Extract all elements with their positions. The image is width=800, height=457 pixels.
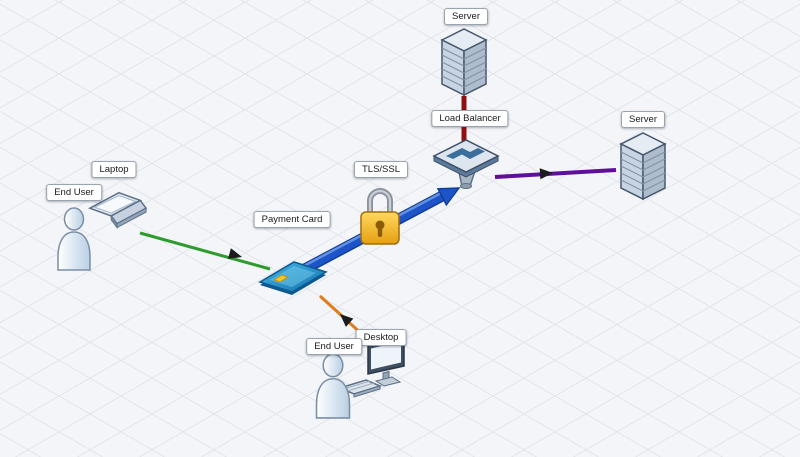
label-tls-ssl[interactable]: TLS/SSL bbox=[353, 161, 409, 179]
node-end-user-bottom[interactable] bbox=[312, 352, 354, 420]
node-tls-ssl[interactable] bbox=[357, 183, 403, 247]
person-icon bbox=[57, 207, 91, 271]
node-laptop[interactable] bbox=[86, 186, 148, 242]
edge-loadbalancer-to-server[interactable] bbox=[494, 168, 617, 179]
server-icon bbox=[619, 132, 667, 201]
padlock-shackle-highlight bbox=[368, 189, 392, 214]
laptop-icon bbox=[88, 191, 148, 230]
node-desktop[interactable] bbox=[338, 336, 412, 402]
monitor-base bbox=[374, 376, 402, 387]
padlock-icon bbox=[360, 188, 400, 245]
arrowhead bbox=[340, 314, 354, 327]
person-icon bbox=[315, 353, 351, 419]
arrowhead bbox=[228, 248, 242, 259]
label-end-user-bottom[interactable]: End User bbox=[306, 338, 362, 356]
node-server-right[interactable] bbox=[614, 130, 672, 202]
edge-laptop-to-card[interactable] bbox=[139, 231, 271, 271]
arrowhead bbox=[539, 168, 553, 180]
credit-card-icon bbox=[258, 261, 328, 295]
person-head bbox=[63, 207, 85, 231]
label-load-balancer[interactable]: Load Balancer bbox=[431, 110, 509, 128]
laptop-side-edge bbox=[110, 214, 118, 230]
server-icon bbox=[440, 28, 488, 97]
label-laptop[interactable]: Laptop bbox=[91, 161, 137, 179]
arrowhead bbox=[436, 187, 461, 207]
card-face bbox=[258, 261, 328, 293]
server-slats bbox=[441, 47, 487, 88]
load-balancer-icon bbox=[432, 139, 500, 189]
server-slats bbox=[620, 151, 666, 192]
person-body bbox=[315, 378, 351, 419]
keyboard-edge bbox=[353, 385, 381, 398]
monitor-screen bbox=[371, 341, 401, 370]
keyboard-keys bbox=[344, 380, 375, 391]
padlock-keyhole bbox=[375, 220, 385, 230]
load-balancer-arrow-motif bbox=[446, 148, 485, 159]
node-server-top[interactable] bbox=[436, 26, 492, 98]
laptop-screen bbox=[93, 195, 137, 214]
label-server-top[interactable]: Server bbox=[444, 8, 488, 26]
desktop-computer-icon bbox=[338, 337, 405, 398]
node-end-user-left[interactable] bbox=[54, 206, 94, 272]
node-load-balancer[interactable] bbox=[432, 134, 500, 196]
label-end-user-left[interactable]: End User bbox=[46, 184, 102, 202]
label-server-right[interactable]: Server bbox=[621, 111, 665, 129]
padlock-keyhole-slot bbox=[377, 227, 383, 237]
person-body bbox=[57, 231, 91, 271]
card-stripe bbox=[270, 266, 316, 287]
label-payment-card[interactable]: Payment Card bbox=[253, 211, 331, 229]
label-desktop[interactable]: Desktop bbox=[355, 329, 407, 347]
load-balancer-base bbox=[460, 183, 472, 189]
node-payment-card[interactable] bbox=[256, 250, 330, 304]
person-head bbox=[322, 353, 344, 378]
card-chip bbox=[272, 274, 290, 283]
